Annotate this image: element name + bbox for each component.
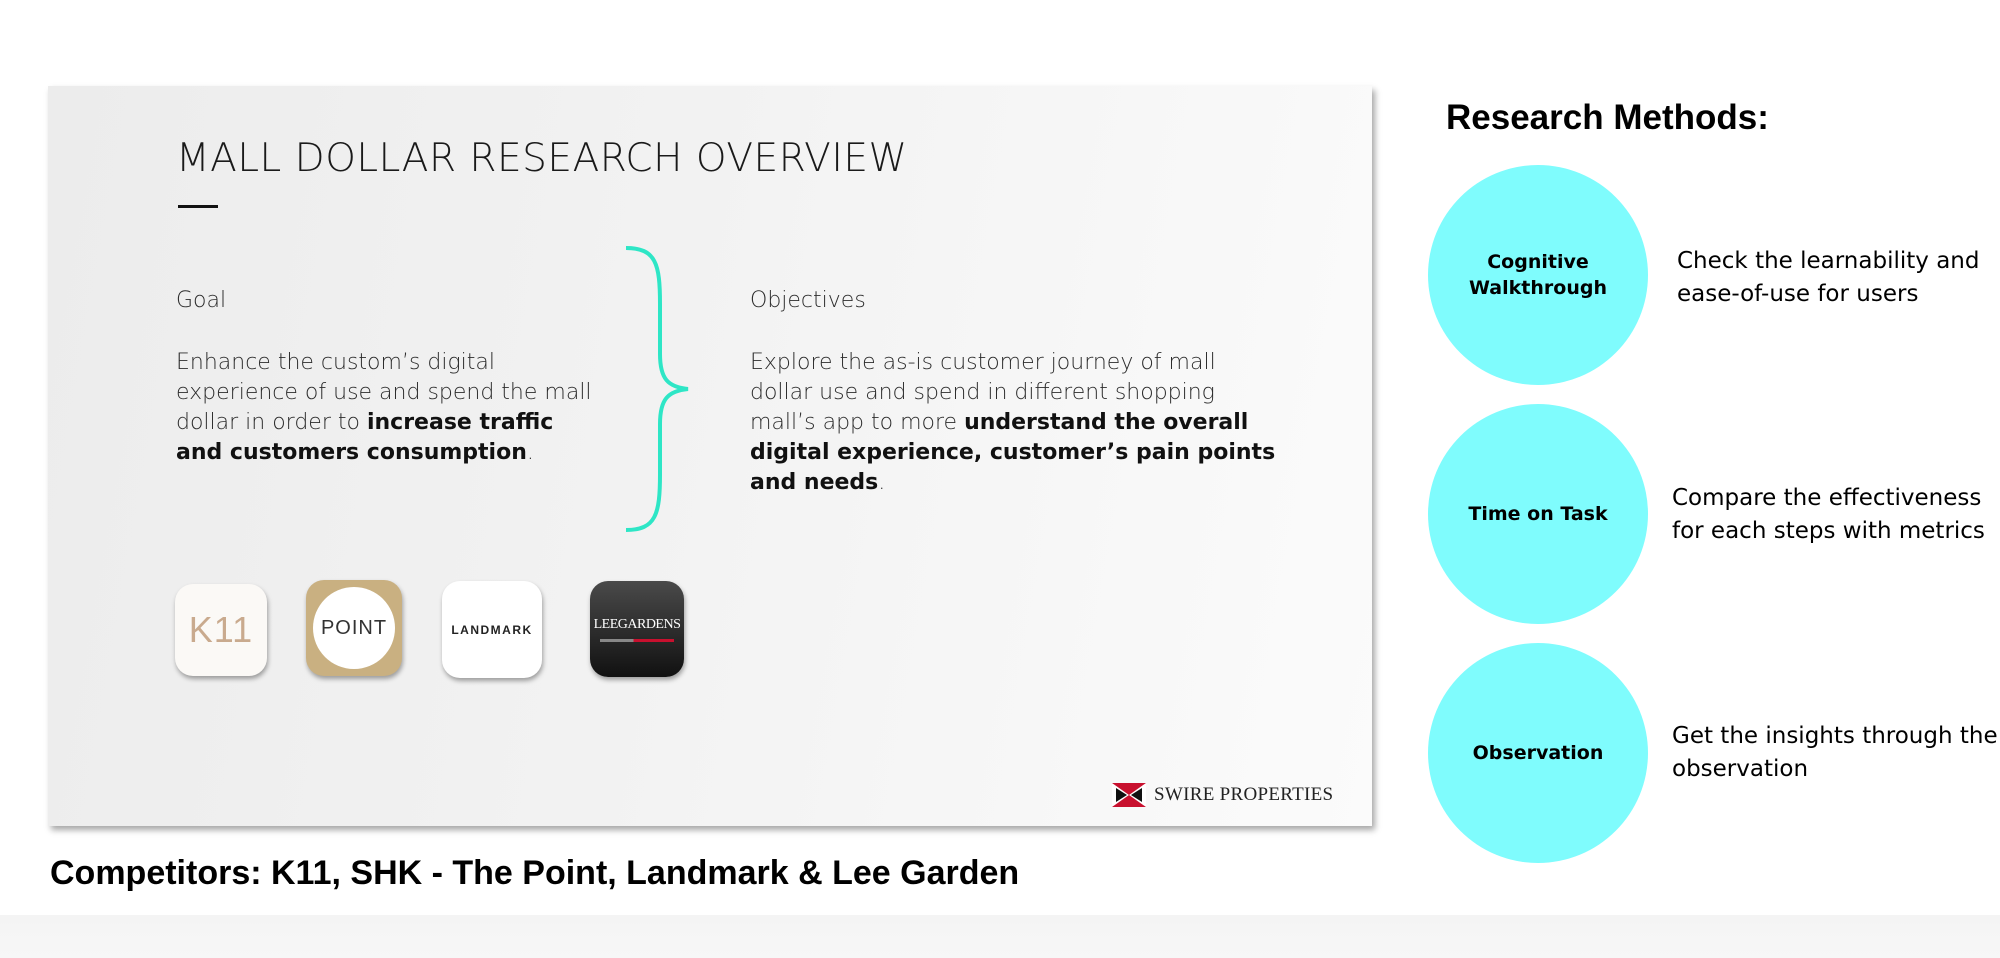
competitors-caption: Competitors: K11, SHK - The Point, Landm…	[50, 854, 1020, 892]
swire-properties-text: SWIRE PROPERTIES	[1154, 784, 1334, 805]
method-circle-time-on-task: Time on Task	[1428, 404, 1648, 624]
goal-label: Goal	[176, 288, 227, 313]
method-name-line1: Time on Task	[1468, 503, 1608, 525]
k11-logo-text: K11	[188, 609, 254, 650]
objectives-text-bold: understand the overall digital experienc…	[750, 410, 1276, 495]
slide-title: MALL DOLLAR RESEARCH OVERVIEW	[176, 136, 908, 181]
method-name-line2: Walkthrough	[1469, 277, 1607, 299]
goal-text: Enhance the custom’s digital experience …	[176, 348, 596, 468]
goal-text-end: .	[526, 440, 534, 465]
method-desc-line2: observation	[1672, 756, 1809, 782]
objectives-text-end: .	[878, 470, 886, 495]
method-desc-line1: Compare the effectiveness	[1672, 485, 1982, 511]
method-desc-line1: Get the insights through the	[1672, 723, 1998, 749]
objectives-label: Objectives	[750, 288, 866, 313]
landmark-logo-text: LANDMARK	[451, 622, 533, 637]
brace-divider	[625, 246, 689, 532]
method-name-line1: Observation	[1472, 742, 1604, 764]
research-methods-heading: Research Methods:	[1446, 98, 1769, 137]
bottom-strip	[0, 915, 2000, 958]
method-name-line1: Cognitive	[1487, 251, 1589, 273]
the-point-app-icon: POINT	[306, 580, 402, 676]
method-desc-time-on-task: Compare the effectiveness for each steps …	[1672, 482, 1985, 548]
title-rule	[178, 205, 218, 208]
landmark-app-icon: LANDMARK	[442, 581, 542, 678]
the-point-logo-disc: POINT	[313, 587, 395, 669]
goal-text-plain: Enhance the custom’s digital experience …	[176, 350, 592, 435]
method-desc-line2: for each steps with metrics	[1672, 518, 1985, 544]
lee-gardens-app-icon: LEEGARDENS	[590, 581, 684, 677]
lee-gardens-logo-text: LEEGARDENS	[593, 616, 681, 632]
swire-properties-logo: SWIRE PROPERTIES	[1112, 783, 1333, 807]
lee-gardens-logo-bar	[600, 638, 674, 642]
method-desc-observation: Get the insights through the observation	[1672, 720, 1998, 786]
method-desc-cognitive-walkthrough: Check the learnability and ease-of-use fo…	[1677, 245, 1979, 311]
method-desc-line2: ease-of-use for users	[1677, 281, 1919, 307]
goal-text-bold: increase traffic and customers consumpti…	[176, 410, 554, 465]
slide-image: MALL DOLLAR RESEARCH OVERVIEW Goal Enhan…	[48, 86, 1372, 826]
k11-app-icon: K11	[175, 584, 267, 676]
swire-flag-icon	[1112, 783, 1146, 807]
the-point-logo-text: POINT	[320, 616, 388, 639]
objectives-text: Explore the as-is customer journey of ma…	[750, 348, 1280, 498]
method-desc-line1: Check the learnability and	[1677, 248, 1980, 274]
method-circle-observation: Observation	[1428, 643, 1648, 863]
objectives-text-plain: Explore the as-is customer journey of ma…	[750, 350, 1216, 435]
